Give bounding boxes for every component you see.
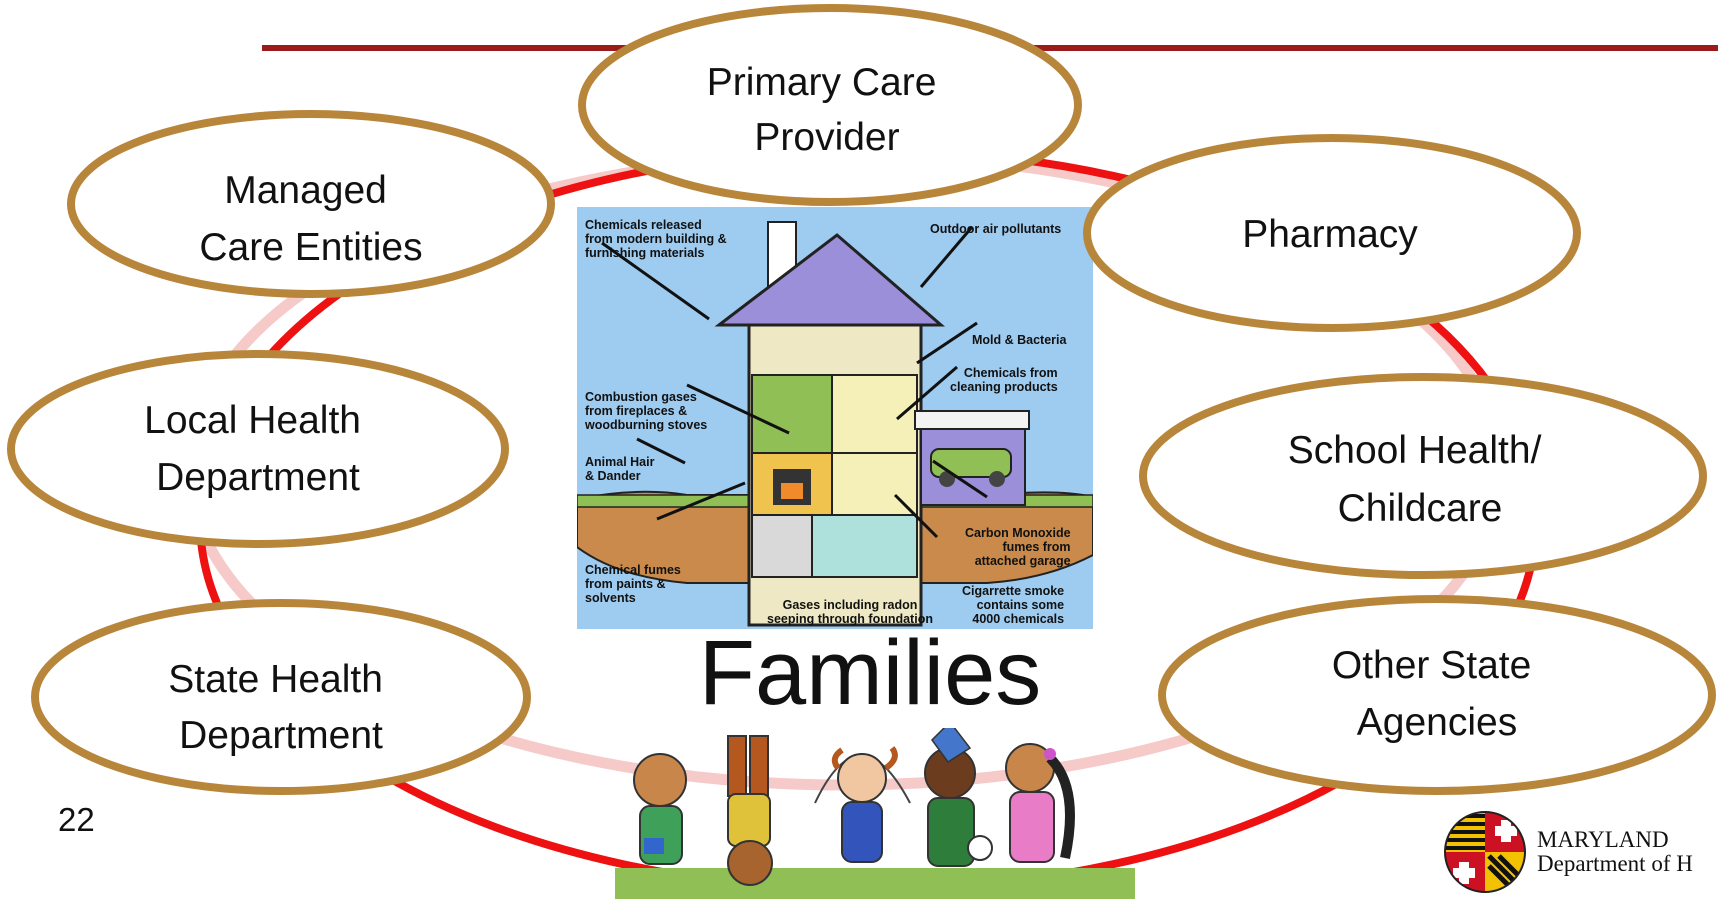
svg-text:Managed Care Entities: Managed Care Entities bbox=[199, 169, 422, 269]
maryland-flag-seal-icon bbox=[1444, 811, 1526, 893]
node-other-state-agencies: Other State Agencies bbox=[1158, 595, 1716, 795]
house-label-carbon-monoxide: Carbon Monoxide fumes from attached gara… bbox=[965, 526, 1071, 568]
house-label-animal-hair: Animal Hair & Dander bbox=[585, 455, 655, 483]
house-label-building-materials: Chemicals released from modern building … bbox=[585, 218, 727, 260]
svg-text:Pharmacy: Pharmacy bbox=[1242, 213, 1418, 256]
node-local-health-department: Local Health Department bbox=[7, 350, 509, 548]
indoor-pollutants-house-illustration bbox=[577, 207, 1093, 629]
node-state-health-department: State Health Department bbox=[31, 599, 531, 795]
node-primary-care-provider: Primary Care Provider bbox=[578, 4, 1082, 206]
svg-text:State Health Departmen: State Health Department bbox=[168, 658, 393, 757]
house-label-cleaning-products: Chemicals from cleaning products bbox=[950, 366, 1058, 394]
house-label-chemical-fumes: Chemical fumes from paints & solvents bbox=[585, 563, 681, 605]
house-label-mold: Mold & Bacteria bbox=[972, 333, 1067, 347]
house-label-outdoor-air: Outdoor air pollutants bbox=[930, 222, 1062, 236]
house-label-cigarette-smoke: Cigarrette smoke contains some 4000 chem… bbox=[962, 584, 1065, 626]
logo-line1: MARYLAND bbox=[1537, 827, 1669, 852]
families-label: Families bbox=[698, 622, 1042, 724]
node-pharmacy: Pharmacy bbox=[1083, 134, 1581, 332]
svg-text:Local Health Departmen: Local Health Department bbox=[144, 399, 372, 499]
page-number: 22 bbox=[58, 801, 95, 838]
logo-line2: Department of H bbox=[1537, 851, 1693, 876]
node-managed-care-entities: Managed Care Entities bbox=[67, 110, 555, 298]
node-school-health-childcare: School Health/ Childcare bbox=[1139, 373, 1707, 579]
svg-text:Other State Agencies: Other State Agencies bbox=[1332, 644, 1542, 744]
children-illustration bbox=[615, 728, 1135, 899]
svg-text:School Health/ Childca: School Health/ Childcare bbox=[1288, 429, 1553, 530]
house-label-combustion-gases: Combustion gases from fireplaces & woodb… bbox=[585, 390, 708, 432]
maryland-logo: MARYLAND Department of H bbox=[1443, 810, 1718, 894]
svg-text:Primary Care Provider: Primary Care Provider bbox=[707, 61, 948, 159]
house-label-radon: Gases including radon seeping through fo… bbox=[767, 598, 933, 626]
